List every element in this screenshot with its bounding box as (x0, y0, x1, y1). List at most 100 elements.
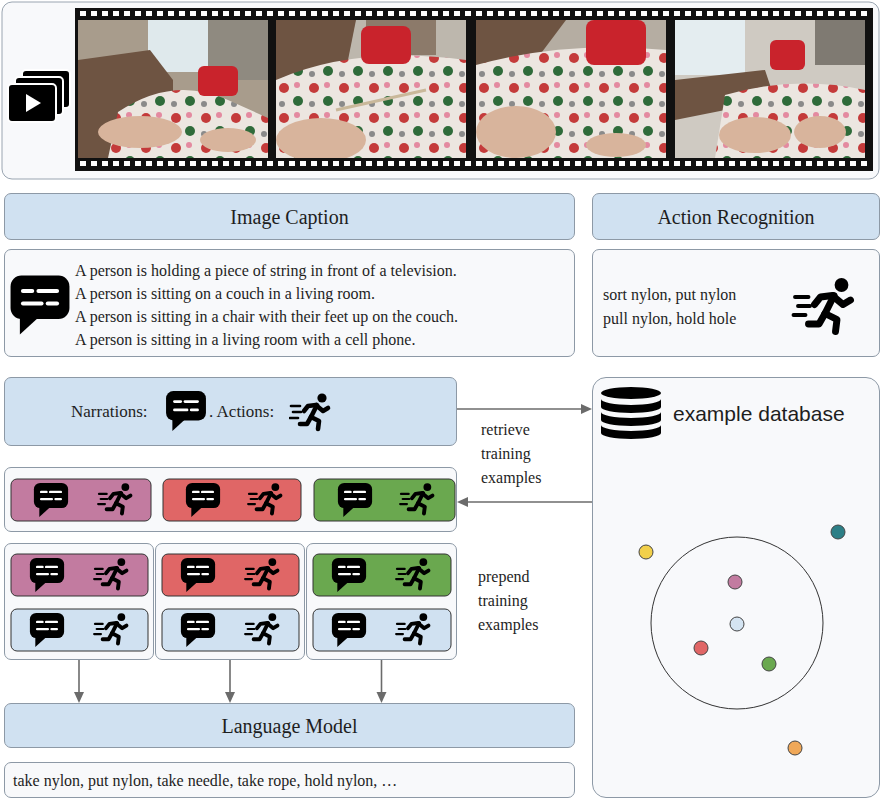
circle-part (728, 575, 742, 589)
circle-part (639, 545, 653, 559)
ellipse-part (200, 128, 256, 152)
node-text: sort nylon, put nylon (603, 283, 736, 306)
rect-part (162, 609, 299, 651)
rect-part (675, 20, 745, 75)
connector-line (467, 501, 592, 503)
use-part (245, 558, 277, 588)
use-part (30, 558, 64, 592)
ellipse-part (794, 116, 846, 148)
line-part (336, 90, 426, 110)
prompt-box (4, 543, 154, 660)
header-box: Image Caption (4, 193, 575, 240)
use-part (181, 558, 215, 592)
use-part (34, 483, 68, 517)
ellipse-part (719, 117, 791, 153)
database-art (593, 378, 881, 799)
database-box: example database (592, 377, 880, 798)
circle-part (651, 537, 823, 709)
connector-line (78, 660, 80, 693)
edge-label: retrieve training examples (481, 418, 573, 490)
use-part (181, 613, 215, 647)
use-part (11, 276, 70, 335)
rect-part (2, 2, 879, 179)
node-text: A person is sitting on a couch in a livi… (75, 282, 375, 305)
use-part (94, 558, 126, 588)
node-text: pull nylon, hold hole (603, 307, 736, 330)
circle-part (762, 657, 776, 671)
rect-part (361, 26, 411, 64)
rect-part (313, 609, 451, 651)
use-part (794, 278, 851, 331)
arrow-head (581, 404, 592, 414)
retrieved-box (4, 467, 457, 532)
rect-part (11, 609, 148, 651)
rect-part (770, 40, 805, 70)
query-box: Narrations: . Actions: (4, 377, 457, 446)
connector-arrow (377, 660, 387, 703)
polygon-part (26, 94, 41, 112)
prompt-box (155, 543, 305, 660)
node-text: Action Recognition (593, 204, 879, 230)
video-strip (0, 0, 883, 185)
header-box: Action Recognition (592, 193, 880, 240)
ellipse-part (586, 133, 646, 157)
rect-part (815, 20, 865, 65)
prompt-box (306, 543, 457, 660)
rect-part (163, 479, 301, 521)
connector-line (457, 408, 582, 410)
model-box: Language Model (4, 703, 575, 748)
use-part (248, 483, 280, 513)
connector-arrow (457, 404, 592, 414)
rect-part (11, 479, 151, 521)
arrow-head (457, 497, 468, 507)
use-part (166, 391, 206, 431)
use-part (186, 483, 220, 517)
connector-arrow (225, 660, 235, 703)
use-part (332, 613, 366, 647)
circle-part (694, 641, 708, 655)
use-part (94, 613, 126, 643)
rect-part (314, 479, 455, 521)
use-part (396, 613, 428, 643)
arrow-head (225, 692, 235, 703)
node-text: Narrations: (71, 400, 147, 424)
rect-part (162, 554, 299, 596)
rect-part (8, 84, 56, 122)
path-part (715, 84, 865, 158)
video-frame (78, 20, 268, 158)
video-frame (476, 20, 666, 158)
video-icon (8, 70, 70, 122)
connector-arrow (457, 497, 592, 507)
arrow-head (74, 692, 84, 703)
node-text: A person is sitting in a living room wit… (75, 328, 415, 351)
rect-part (75, 8, 873, 171)
connector-line (229, 660, 231, 693)
node-text: . Actions: (209, 400, 274, 424)
node-text: A person is sitting in a chair with thei… (75, 305, 458, 328)
connector-line (381, 660, 383, 693)
use-part (338, 483, 372, 517)
use-part (396, 558, 428, 588)
use-part (245, 613, 277, 643)
rect-part (586, 20, 646, 65)
note-label: prepend training examples (478, 565, 570, 637)
g-part (639, 525, 845, 755)
use-part (98, 483, 130, 513)
node-text: Image Caption (5, 204, 574, 230)
circle-part (788, 741, 802, 755)
rect-part (80, 11, 870, 16)
prompt-group (5, 544, 155, 661)
use-part (290, 393, 328, 429)
rect-part (78, 20, 268, 158)
prompt-group (156, 544, 306, 661)
rect-part (198, 66, 238, 96)
circle-part (831, 525, 845, 539)
prompt-group (307, 544, 458, 661)
node-text: A person is holding a piece of string in… (75, 259, 457, 282)
action-icon (789, 276, 861, 336)
connector-arrow (74, 660, 84, 703)
rect-part (11, 554, 148, 596)
ellipse-part (476, 106, 556, 158)
rect-part (476, 20, 666, 158)
caption-box: A person is holding a piece of string in… (4, 249, 575, 357)
